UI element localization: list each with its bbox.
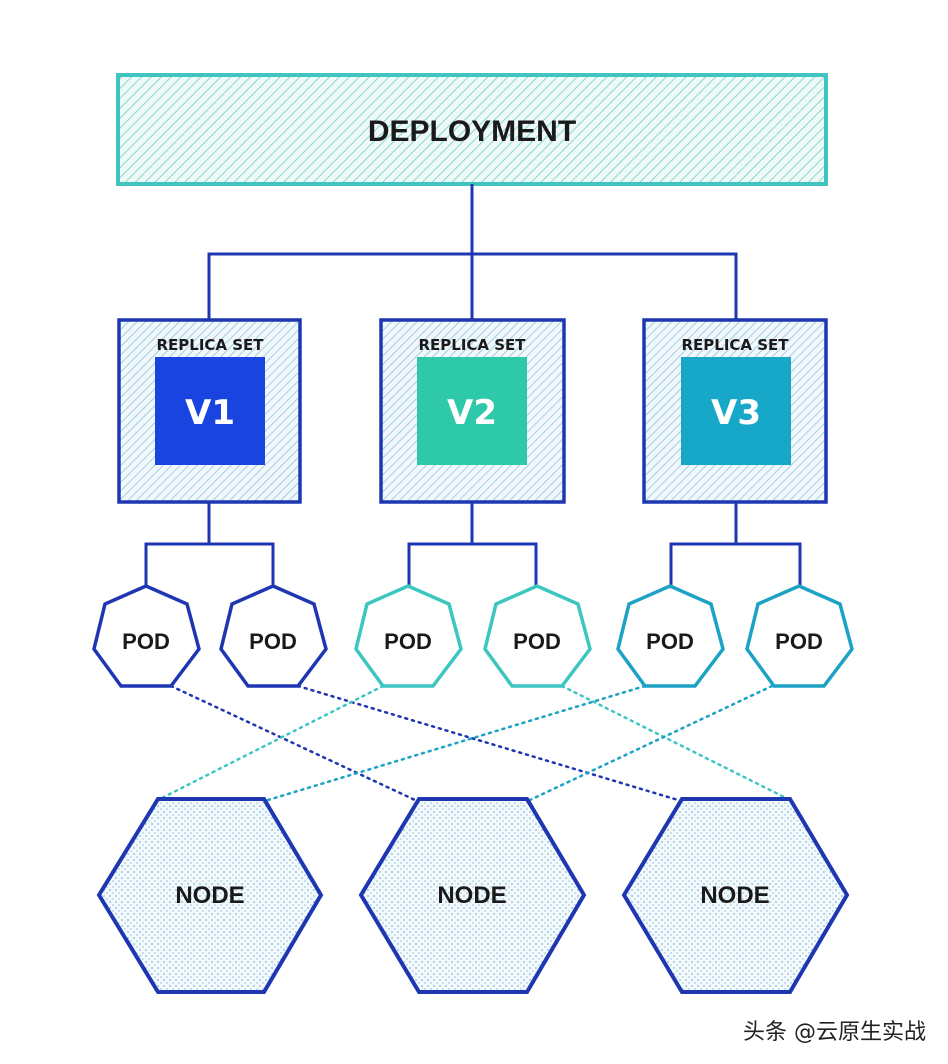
pod-4: POD	[483, 584, 592, 688]
pod-6: POD	[745, 584, 854, 688]
node-label: NODE	[175, 882, 244, 909]
version-badge-v2	[417, 357, 527, 465]
watermark: 头条 @云原生实战	[743, 1020, 926, 1045]
deployment-box: DEPLOYMENT	[116, 73, 828, 186]
node-1: NODE	[96, 797, 324, 994]
pod-label: POD	[249, 629, 297, 654]
replica-set-label: REPLICA SET	[418, 336, 526, 354]
pod-5: POD	[616, 584, 725, 688]
deployment-label: DEPLOYMENT	[368, 115, 576, 148]
replica-pod-connectors	[144, 502, 802, 588]
pod-label: POD	[513, 629, 561, 654]
version-label-v3: V3	[711, 393, 761, 433]
version-label-v1: V1	[185, 393, 235, 433]
node-2: NODE	[358, 797, 587, 994]
node-label: NODE	[700, 882, 769, 909]
pod-label: POD	[646, 629, 694, 654]
pod-label: POD	[122, 629, 170, 654]
pod-2: POD	[219, 584, 328, 688]
replica-set-v2: REPLICA SET V2	[379, 318, 566, 504]
version-badge-v3	[681, 357, 791, 465]
pod-1: POD	[92, 584, 201, 688]
pod-3: POD	[354, 584, 463, 688]
replica-set-v1: REPLICA SET V1	[117, 318, 302, 504]
replica-set-label: REPLICA SET	[156, 336, 264, 354]
pod-label: POD	[384, 629, 432, 654]
version-badge-v1	[155, 357, 265, 465]
pod-label: POD	[775, 629, 823, 654]
node-label: NODE	[437, 882, 506, 909]
version-label-v2: V2	[447, 393, 497, 433]
replica-set-v3: REPLICA SET V3	[642, 318, 828, 504]
deployment-connectors	[207, 184, 738, 320]
replica-set-label: REPLICA SET	[681, 336, 789, 354]
pod-node-links	[156, 684, 792, 802]
node-3: NODE	[621, 797, 850, 994]
